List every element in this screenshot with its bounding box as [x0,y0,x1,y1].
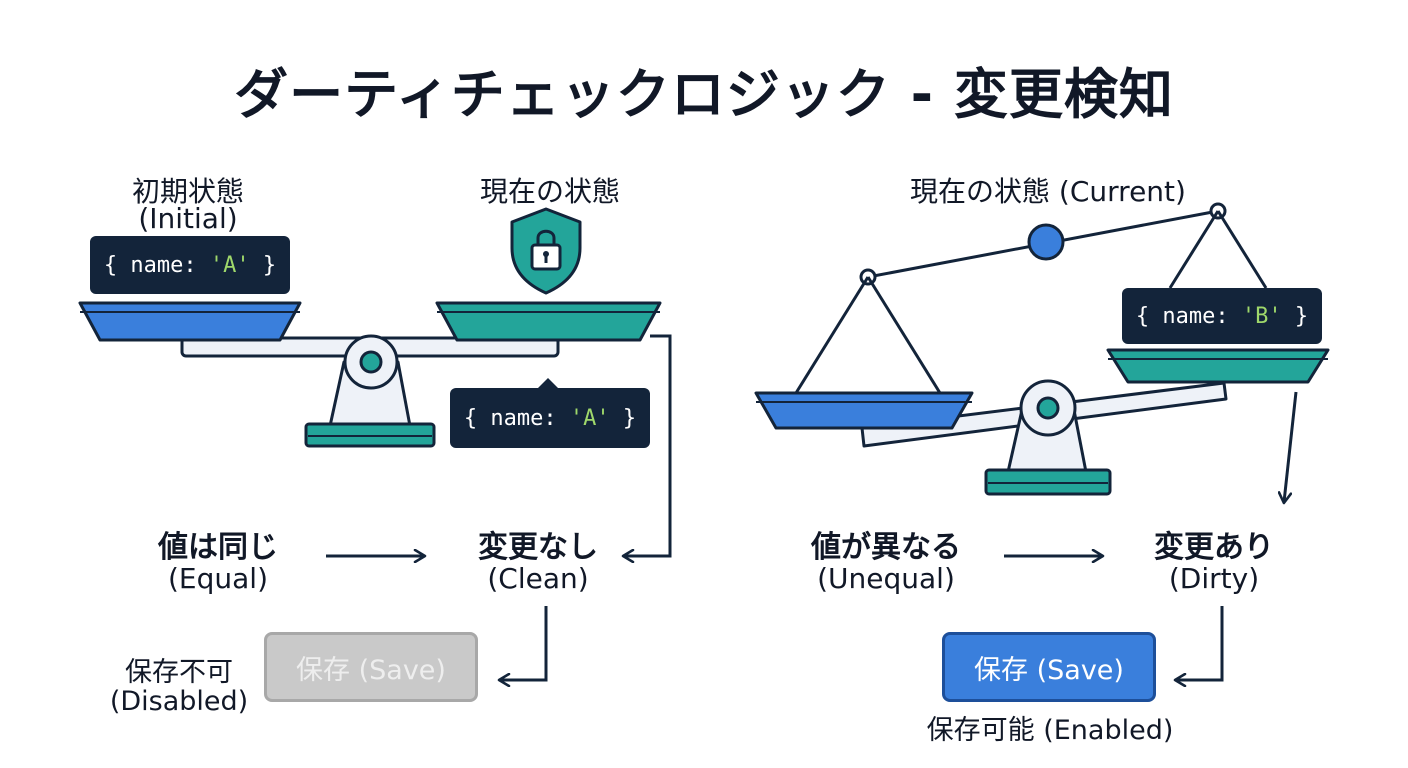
code-value: 'B' [1241,303,1282,329]
code-suffix: } [609,405,637,431]
save-button-enabled[interactable]: 保存 (Save) [942,632,1156,702]
scale-pan-low [754,391,974,430]
dirty-label: 変更あり [1154,530,1274,565]
code-value: 'A' [209,252,250,278]
save-enabled-label: 保存可能 (Enabled) [926,715,1174,746]
lock-shield-icon [510,207,582,295]
scale-pan-current [435,301,662,342]
code-suffix: } [249,252,277,278]
clean-label: 変更なし [478,530,598,565]
arrow-dirty-to-button [1176,606,1224,680]
equal-label: 値は同じ [158,530,278,565]
scale-pan-initial [78,301,302,342]
save-disabled-label: 保存不可 [125,657,233,688]
initial-code-box: { name: 'A' } [90,236,290,294]
code-suffix: } [1281,303,1309,329]
code-prefix: { name: [1135,303,1242,329]
save-button-disabled[interactable]: 保存 (Save) [264,632,478,702]
balanced-scale [78,301,662,448]
unequal-label: 値が異なる [811,530,961,565]
initial-state-label-en: (Initial) [138,202,238,235]
page-title: ダーティチェックロジック - 変更検知 [234,63,1174,126]
code-prefix: { name: [463,405,570,431]
unequal-label-en: (Unequal) [817,562,955,595]
arrow-clean-to-button [500,606,548,680]
arrow-pan-to-dirty [1284,391,1298,502]
clean-label-en: (Clean) [487,562,589,595]
tilted-scale [754,202,1330,496]
current-state-label: 現在の状態 [479,175,620,208]
initial-state-label: 初期状態 [131,175,244,208]
current-code-box: { name: 'A' } [450,388,650,448]
arrow-current-to-clean [624,334,672,556]
code-prefix: { name: [103,252,210,278]
code-value: 'A' [569,405,610,431]
save-disabled-label-en: (Disabled) [109,686,249,717]
dirty-label-en: (Dirty) [1168,562,1260,595]
equal-label-en: (Equal) [168,562,268,595]
current-state-label-right: 現在の状態 (Current) [910,175,1186,208]
scale-pan-high [1106,348,1330,384]
current-code-box-right: { name: 'B' } [1122,288,1322,344]
